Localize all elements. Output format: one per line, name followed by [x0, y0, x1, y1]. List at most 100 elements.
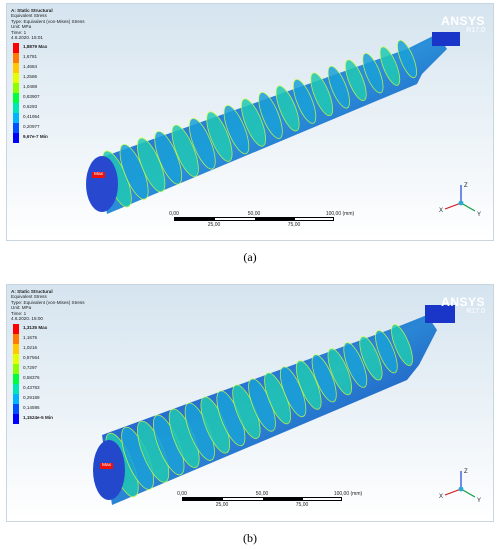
legend-row: 1,6781 [13, 53, 73, 63]
legend-swatch [13, 364, 19, 374]
bellows-rib [171, 124, 199, 178]
legend-row: 1,3135 Max [13, 324, 73, 334]
legend-swatch [13, 334, 19, 344]
legend-swatch [13, 133, 19, 143]
result-time: Time: 1 [11, 29, 27, 35]
scale-tick: 100,00 (mm) [333, 491, 363, 497]
legend-row: 1,1524e-5 Min [13, 414, 73, 424]
scale-bar-graphic [174, 217, 334, 221]
analysis-title: A: Static Structural [11, 289, 53, 294]
max-marker: Max [92, 172, 106, 178]
legend-swatch [13, 123, 19, 133]
figure-caption-a: (a) [243, 250, 257, 264]
scale-tick: 0,00 [177, 491, 187, 497]
result-type: Type: Equivalent (von-Mises) Stress [11, 299, 85, 305]
brand-version: R17.0 [466, 308, 485, 315]
legend-row: 0,7297 [13, 364, 73, 374]
legend-row: 0,58376 [13, 374, 73, 384]
triad-x-label: X [439, 208, 443, 214]
result-name: Equivalent Stress [11, 13, 47, 19]
bellows-rib [310, 72, 334, 117]
legend-row: 1,0216 [13, 344, 73, 354]
bellows-model-a [86, 32, 460, 214]
result-unit: Unit: MPa [11, 24, 32, 30]
legend-row: 0,41954 [13, 113, 73, 123]
legend-row: 1,0488 [13, 83, 73, 93]
brand-version: R17.0 [466, 27, 485, 34]
analysis-title: A: Static Structural [11, 8, 53, 13]
bellows-rib [258, 92, 283, 139]
legend-swatch [13, 93, 19, 103]
triad-x-label: X [439, 494, 443, 500]
legend-row: 1,2586 [13, 73, 73, 83]
legend-label: 1,1675 [23, 335, 38, 340]
result-info: A: Static Structural Equivalent Stress T… [11, 8, 85, 40]
legend-swatch [13, 43, 19, 53]
legend-label: 1,1524e-5 Min [23, 415, 53, 420]
legend-label: 9,67e-7 Min [23, 134, 48, 139]
legend-swatch [13, 83, 19, 93]
legend-swatch [13, 324, 19, 334]
bellows-rib [241, 98, 266, 147]
legend-row: 0,20977 [13, 123, 73, 133]
legend-label: 1,4684 [23, 64, 38, 69]
ansys-logo: ANSYS R17.0 [441, 295, 485, 315]
legend-label: 0,7297 [23, 365, 38, 370]
axis-triad-icon: Z X Y [439, 469, 481, 504]
result-time: Time: 1 [11, 310, 27, 316]
bellows-rib [362, 52, 384, 94]
legend-label: 0,87564 [23, 355, 40, 360]
result-date: 4.6.2020. 15:00 [11, 316, 43, 322]
scale-tick: 100,00 (mm) [325, 211, 355, 217]
bellows-rib [327, 348, 353, 396]
bellows-rib [391, 324, 413, 366]
result-type: Type: Equivalent (von-Mises) Stress [11, 18, 85, 24]
legend-swatch [13, 384, 19, 394]
scale-segment [263, 498, 303, 500]
ansys-logo: ANSYS R17.0 [441, 14, 485, 34]
bellows-rib [275, 85, 300, 132]
legend-label: 0,43783 [23, 385, 40, 390]
triad-z-label: Z [464, 469, 468, 475]
bellows-rib [359, 336, 383, 381]
legend-label: 0,6293 [23, 104, 38, 109]
legend-row: 1,4684 [13, 63, 73, 73]
legend-row: 1,8879 Max [13, 43, 73, 53]
axis-triad-icon: Z X Y [439, 183, 481, 218]
result-name: Equivalent Stress [11, 294, 47, 300]
bellows-rib [344, 59, 367, 101]
legend-label: 1,2586 [23, 74, 38, 79]
scale-tick: 50,00 [247, 211, 261, 217]
brand-name: ANSYS [441, 295, 485, 309]
bellows-rib [375, 330, 398, 374]
legend-label: 0,20977 [23, 124, 40, 129]
legend-label: 0,58376 [23, 375, 40, 380]
stress-legend: 1,8879 Max 1,6781 1,4684 1,2586 1,0488 0… [13, 43, 73, 143]
legend-swatch [13, 53, 19, 63]
legend-swatch [13, 103, 19, 113]
scale-tick: 75,00 [287, 222, 301, 228]
bellows-rib [397, 39, 417, 79]
triad-z-label: Z [464, 183, 468, 189]
legend-row: 0,87564 [13, 354, 73, 364]
legend-label: 1,6781 [23, 54, 38, 59]
legend-row: 1,1675 [13, 334, 73, 344]
scale-tick: 25,00 [215, 502, 229, 508]
legend-swatch [13, 374, 19, 384]
result-unit: Unit: MPa [11, 305, 32, 311]
legend-row: 9,67e-7 Min [13, 133, 73, 143]
scale-tick: 50,00 [255, 491, 269, 497]
legend-swatch [13, 344, 19, 354]
legend-swatch [13, 414, 19, 424]
legend-row: 0,83907 [13, 93, 73, 103]
legend-row: 0,14595 [13, 404, 73, 414]
bellows-rib [154, 131, 183, 185]
triad-y-label: Y [477, 212, 481, 218]
bellows-rib [327, 65, 350, 109]
figure-caption-b: (b) [243, 531, 257, 545]
legend-swatch [13, 73, 19, 83]
legend-row: 0,29189 [13, 394, 73, 404]
legend-label: 0,83907 [23, 94, 40, 99]
scale-segment [255, 218, 295, 220]
bellows-rib [292, 79, 317, 124]
